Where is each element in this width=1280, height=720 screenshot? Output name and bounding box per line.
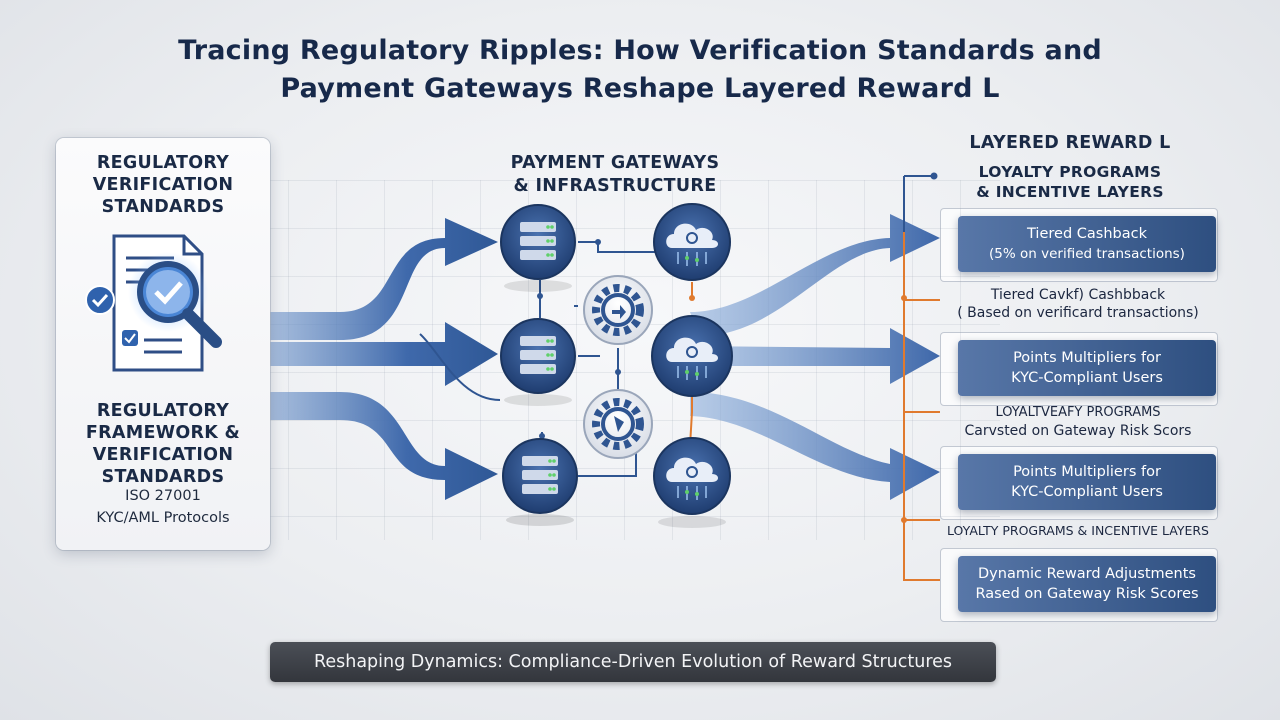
page-title-line-2: Payment Gateways Reshape Layered Reward … [280, 73, 1000, 104]
gear-icon [583, 389, 653, 459]
card-line: KYC-Compliant Users [1011, 370, 1163, 386]
reward-card-tiered-cashback: Tiered Cashback (5% on verified transact… [940, 208, 1218, 282]
cloud-network-icon [653, 437, 731, 528]
heading-line: FRAMEWORK & [85, 423, 241, 443]
text-line: LOYALTVEAFY PROGRAMS [995, 405, 1161, 420]
heading-line: VERIFICATION [92, 175, 234, 195]
gear-icon [583, 275, 653, 345]
reward-text-tiered: Tiered Cavkf) Cashbback ( Based on verif… [940, 286, 1216, 322]
text-line: Tiered Cavkf) Cashbback [990, 287, 1166, 303]
caption-bar: Reshaping Dynamics: Compliance-Driven Ev… [270, 642, 996, 682]
heading-line: VERIFICATION [92, 445, 234, 465]
gateway-heading: PAYMENT GATEWAYS & INFRASTRUCTURE [470, 152, 760, 198]
flow-arrow-top [270, 218, 498, 340]
server-rack-icon [502, 438, 578, 526]
text-line: ( Based on verificard transactions) [957, 305, 1199, 321]
regulatory-heading-bottom: REGULATORY FRAMEWORK & VERIFICATION STAN… [56, 400, 270, 488]
card-line: Points Multipliers for [1013, 464, 1161, 480]
heading-line: LOYALTY PROGRAMS [978, 163, 1162, 181]
heading-line: STANDARDS [101, 467, 225, 487]
server-rack-icon [500, 318, 576, 406]
heading-line: STANDARDS [101, 197, 225, 217]
reward-card-points-multipliers: Points Multipliers for KYC-Compliant Use… [940, 332, 1218, 406]
heading-line: REGULATORY [96, 153, 230, 173]
heading-line: & INFRASTRUCTURE [513, 176, 717, 196]
card-line: Tiered Cashback [1027, 226, 1147, 242]
heading-line: PAYMENT GATEWAYS [510, 153, 720, 173]
card-line: (5% on verified transactions) [989, 246, 1185, 262]
page-title: Tracing Regulatory Ripples: How Verifica… [100, 32, 1180, 108]
reward-subheading: LOYALTY PROGRAMS & INCENTIVE LAYERS [940, 162, 1200, 202]
flow-arrow-right-top [690, 214, 940, 336]
regulatory-heading-top: REGULATORY VERIFICATION STANDARDS [56, 152, 270, 218]
card-line: Dynamic Reward Adjustments [978, 566, 1196, 582]
reward-text-incentive: LOYALTY PROGRAMS & INCENTIVE LAYERS [946, 523, 1209, 538]
reward-card-dynamic-adjustments: Dynamic Reward Adjustments Rased on Gate… [940, 548, 1218, 622]
standard-kyc-aml: KYC/AML Protocols [96, 510, 230, 526]
page-title-line-1: Tracing Regulatory Ripples: How Verifica… [178, 35, 1102, 66]
heading-line: REGULATORY [96, 401, 230, 421]
reward-card-points-multipliers-2: Points Multipliers for KYC-Compliant Use… [940, 446, 1218, 520]
cloud-network-icon [651, 315, 733, 397]
card-line: Rased on Gateway Risk Scores [975, 586, 1199, 602]
server-rack-icon [500, 204, 576, 292]
card-line: KYC-Compliant Users [1011, 484, 1163, 500]
reward-heading: LAYERED REWARD L [969, 133, 1171, 153]
standard-iso: ISO 27001 [125, 488, 201, 504]
flow-arrow-right-middle [690, 328, 940, 384]
document-check-icon [85, 234, 222, 372]
flow-arrow-middle [270, 322, 498, 386]
heading-line: & INCENTIVE LAYERS [976, 183, 1164, 201]
flow-arrow-right-bottom [690, 392, 940, 500]
cloud-network-icon [653, 203, 731, 281]
card-line: Points Multipliers for [1013, 350, 1161, 366]
regulatory-panel: REGULATORY VERIFICATION STANDARDS REGULA… [56, 138, 270, 550]
reward-text-loyalty: LOYALTVEAFY PROGRAMS Carvsted on Gateway… [940, 404, 1216, 440]
text-line: Carvsted on Gateway Risk Scors [964, 423, 1192, 439]
flow-arrow-bottom [270, 392, 498, 500]
